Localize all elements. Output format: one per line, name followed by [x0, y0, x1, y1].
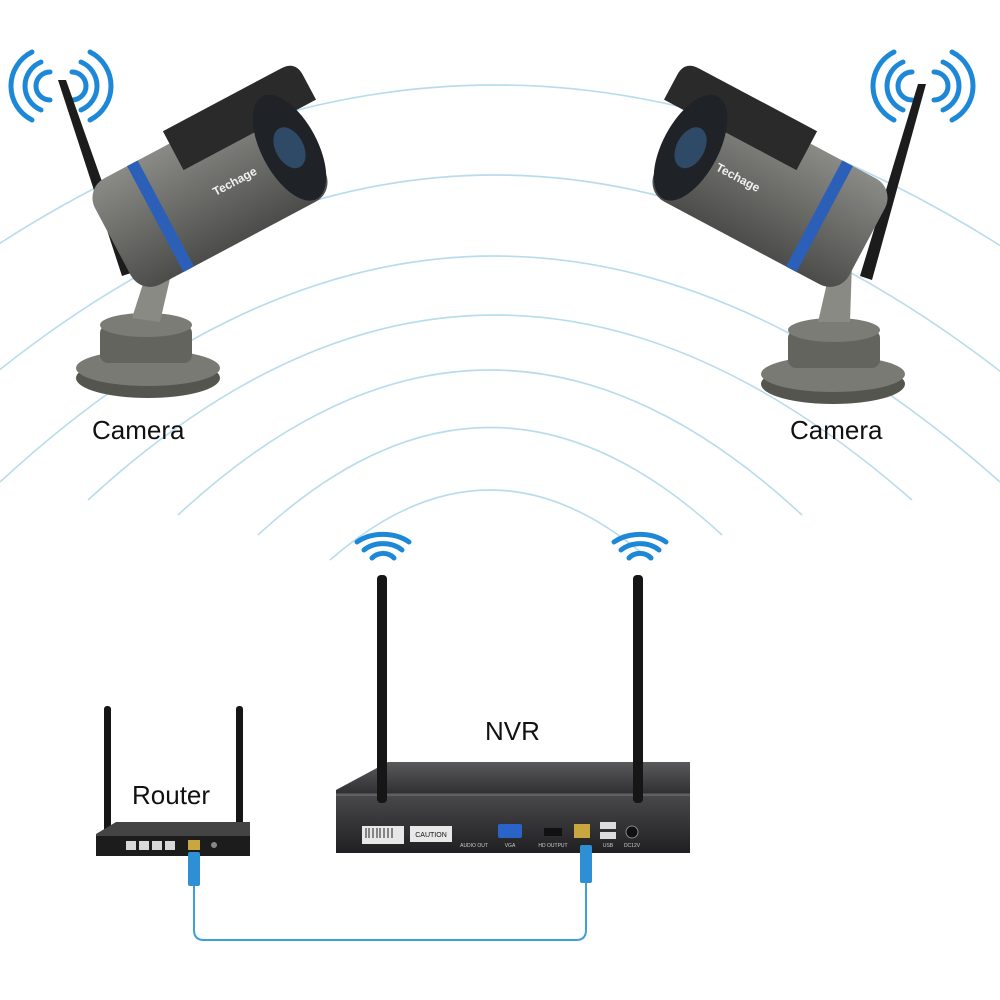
vga-port	[498, 824, 522, 838]
router-label: Router	[132, 780, 211, 810]
svg-text:HD OUTPUT: HD OUTPUT	[538, 843, 567, 849]
svg-text:DC12V: DC12V	[624, 843, 641, 849]
router-device	[96, 706, 250, 856]
nvr-device: CAUTION VGA AUDIO OUT HD OUTPUT USB DC12…	[336, 531, 690, 853]
hdmi-port	[544, 828, 562, 836]
caution-label	[410, 826, 452, 842]
nvr-label: NVR	[485, 716, 540, 746]
camera-right-label: Camera	[790, 415, 883, 445]
wave-arc-3	[177, 369, 803, 516]
wave-arc-7	[0, 84, 1000, 247]
camera-right: Techage	[652, 49, 976, 404]
svg-text:USB: USB	[603, 843, 614, 849]
router-port	[126, 841, 136, 850]
sunshield	[162, 65, 316, 171]
blue-ring	[785, 160, 853, 273]
antenna	[377, 575, 387, 803]
lan-port	[574, 824, 590, 838]
antenna	[860, 84, 926, 280]
router-port	[165, 841, 175, 850]
camera-left-label: Camera	[92, 415, 185, 445]
power-port	[625, 825, 639, 839]
wifi-icon	[8, 49, 114, 123]
antenna	[236, 706, 243, 856]
router-wan-port	[188, 840, 200, 850]
sunshield	[664, 65, 818, 171]
cable-connector	[580, 845, 592, 883]
usb-port	[600, 822, 616, 829]
wifi-icon	[354, 531, 412, 561]
wifi-icon	[870, 49, 976, 123]
wave-arc-1	[329, 489, 651, 561]
router-port	[152, 841, 162, 850]
camera-left: Techage	[8, 49, 328, 398]
usb-port	[600, 832, 616, 839]
ethernet-cable	[188, 845, 592, 941]
blue-ring	[127, 160, 195, 273]
barcode-sticker	[362, 826, 404, 844]
antenna	[633, 575, 643, 803]
svg-text:VGA: VGA	[505, 843, 516, 849]
wifi-icon	[611, 531, 669, 561]
wave-arc-4	[87, 314, 913, 501]
caution-text: CAUTION	[415, 832, 447, 839]
wave-arc-6	[0, 174, 1000, 373]
antenna	[104, 706, 111, 856]
svg-text:AUDIO OUT: AUDIO OUT	[460, 843, 488, 849]
router-port	[139, 841, 149, 850]
cable-connector	[188, 852, 200, 886]
wave-arc-2	[257, 426, 723, 536]
